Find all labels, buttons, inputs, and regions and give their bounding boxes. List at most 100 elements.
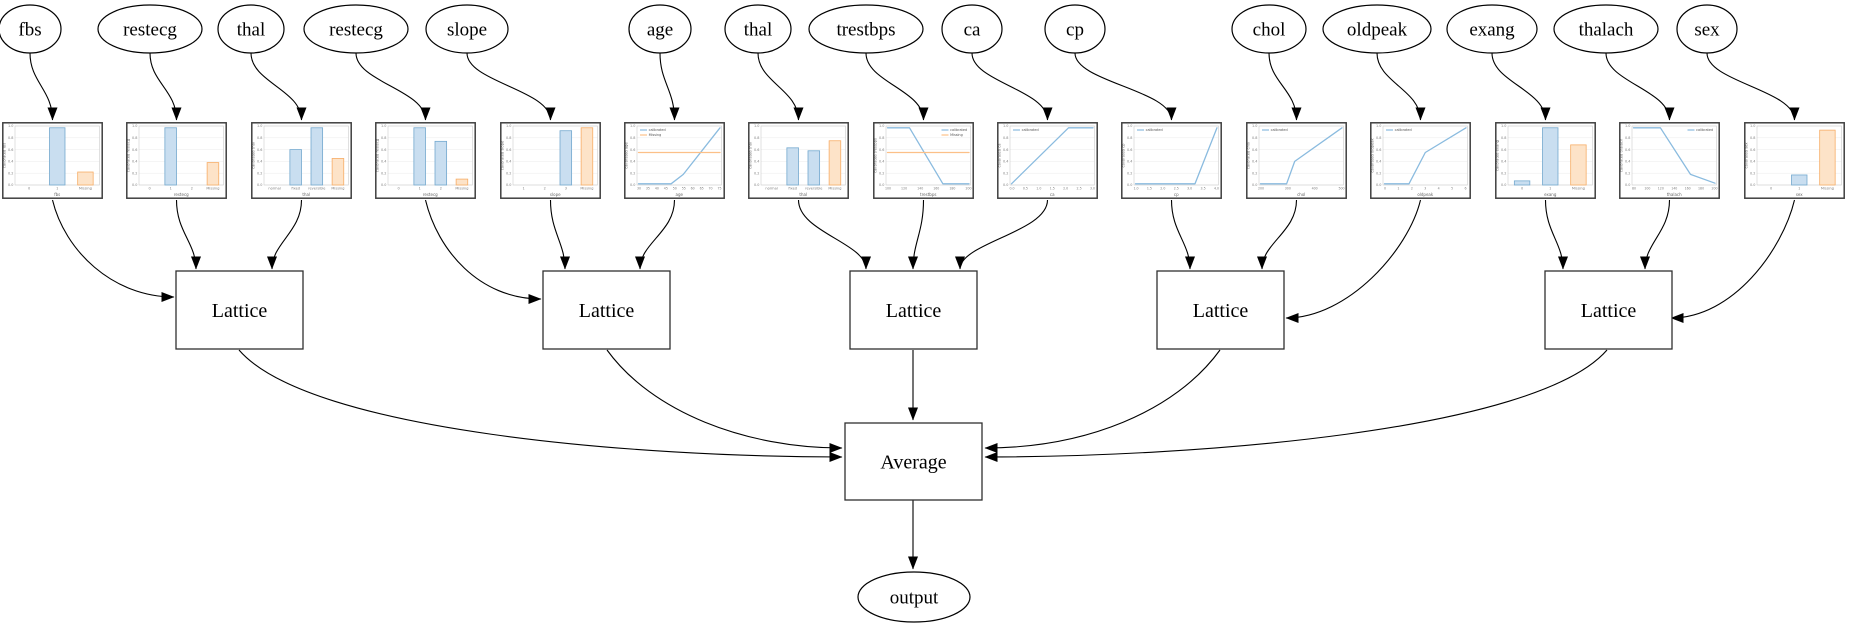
feature-ellipse	[1676, 4, 1738, 54]
y-tick-label: 1.0	[630, 124, 635, 128]
x-tick-label: 0	[397, 186, 399, 190]
y-axis-label: calibrated thal	[749, 142, 753, 169]
bar-Missing	[1819, 129, 1836, 186]
edge-feature-to-chart	[1268, 52, 1302, 121]
y-tick-label: 0.8	[1252, 136, 1257, 140]
y-tick-label: 0.2	[1501, 171, 1506, 175]
x-tick-label: 2	[191, 186, 193, 190]
x-axis-label: age	[676, 192, 684, 197]
x-tick-label: reversible	[805, 186, 822, 190]
y-axis-label: calibrated oldpeak	[1371, 137, 1375, 172]
y-tick-label: 0.2	[257, 171, 262, 175]
feature-node-slope: slope	[425, 4, 509, 54]
y-tick-label: 0.0	[1376, 183, 1381, 187]
x-tick-label: 500	[1338, 186, 1344, 190]
series-line-calibrated	[1259, 127, 1343, 185]
x-tick-label: 1	[419, 186, 421, 190]
x-tick-label: 1.5	[1147, 186, 1152, 190]
x-tick-label: 100	[885, 186, 891, 190]
legend-entry: calibrated	[950, 128, 967, 132]
x-tick-label: 0	[1521, 186, 1523, 190]
feature-ellipse	[0, 4, 62, 54]
plot-spines	[512, 125, 598, 186]
plot-spines	[138, 125, 224, 186]
edge-chart-to-lattice	[955, 199, 1049, 270]
y-tick-label: 0.4	[1252, 160, 1257, 164]
y-axis-label: calibrated fbs	[3, 143, 7, 168]
y-tick-label: 0.4	[1501, 160, 1506, 164]
feature-label: ca	[964, 20, 981, 41]
x-axis-label: thal	[302, 192, 310, 197]
x-tick-label: 0	[1384, 186, 1386, 190]
feature-node-thal: thal	[724, 4, 792, 54]
x-tick-label: normal	[268, 186, 280, 190]
x-tick-label: 4.0	[1214, 186, 1219, 190]
x-tick-label: 200	[1258, 186, 1264, 190]
y-tick-label: 0.0	[381, 183, 386, 187]
feature-label: oldpeak	[1347, 20, 1408, 41]
bar-fixed	[786, 147, 799, 186]
y-tick-label: 1.0	[1127, 124, 1132, 128]
x-axis-label: cp	[1174, 192, 1179, 197]
x-tick-label: fixed	[788, 186, 797, 190]
x-tick-label: 1.5	[1050, 186, 1055, 190]
x-tick-label: 6	[1464, 186, 1466, 190]
bar-Missing	[828, 140, 842, 186]
x-tick-label: 3.0	[1090, 186, 1095, 190]
x-tick-label: 2	[440, 186, 442, 190]
x-tick-label: 100	[1644, 186, 1650, 190]
x-tick-label: 70	[709, 186, 713, 190]
x-tick-label: 160	[1685, 186, 1691, 190]
x-tick-label: 140	[1671, 186, 1677, 190]
x-tick-label: 120	[1658, 186, 1664, 190]
x-tick-label: 2.5	[1174, 186, 1179, 190]
x-axis-label: chol	[1297, 192, 1305, 197]
y-tick-label: 0.0	[1252, 183, 1257, 187]
bar-Missing	[580, 127, 594, 186]
lattice-box	[175, 270, 304, 350]
edge-chart-to-lattice	[1170, 199, 1195, 270]
bar-1	[49, 127, 66, 186]
y-tick-label: 1.0	[1252, 124, 1257, 128]
x-tick-label: 60	[691, 186, 695, 190]
x-tick-label: 3.5	[1201, 186, 1206, 190]
legend-entry: calibrated	[1271, 128, 1288, 132]
x-axis-label: trestbps	[920, 192, 936, 197]
y-tick-label: 0.4	[132, 160, 137, 164]
x-axis-label: thalach	[1667, 192, 1682, 197]
feature-label: thal	[237, 20, 266, 41]
plot-spines	[885, 125, 971, 186]
y-axis-label: calibrated trestbps	[874, 138, 878, 173]
y-tick-label: 0.0	[1501, 183, 1506, 187]
y-axis-label: calibrated thal	[252, 142, 256, 169]
lattice-node-1: Lattice	[542, 270, 671, 350]
x-tick-label: Missing	[331, 186, 344, 190]
feature-label: thalach	[1579, 20, 1634, 41]
y-tick-label: 0.4	[1750, 160, 1755, 164]
lattice-node-3: Lattice	[1156, 270, 1285, 350]
plot-spines	[387, 125, 473, 186]
x-axis-label: exang	[1544, 192, 1557, 197]
lattice-node-2: Lattice	[849, 270, 978, 350]
y-tick-label: 0.6	[132, 148, 137, 152]
bar-3	[559, 130, 573, 186]
y-tick-label: 0.4	[1376, 160, 1381, 164]
feature-node-restecg: restecg	[303, 4, 409, 54]
feature-label: sex	[1694, 20, 1720, 41]
y-tick-label: 1.0	[506, 124, 511, 128]
x-axis-label: oldpeak	[1417, 192, 1434, 197]
chart-frame	[997, 122, 1098, 199]
x-tick-label: 1	[170, 186, 172, 190]
lattice-box	[542, 270, 671, 350]
y-tick-label: 0.8	[1376, 136, 1381, 140]
output-node: output	[857, 571, 971, 623]
average-label: Average	[880, 452, 946, 474]
x-axis-label: ca	[1050, 192, 1055, 197]
y-tick-label: 0.6	[1750, 148, 1755, 152]
y-tick-label: 1.0	[381, 124, 386, 128]
